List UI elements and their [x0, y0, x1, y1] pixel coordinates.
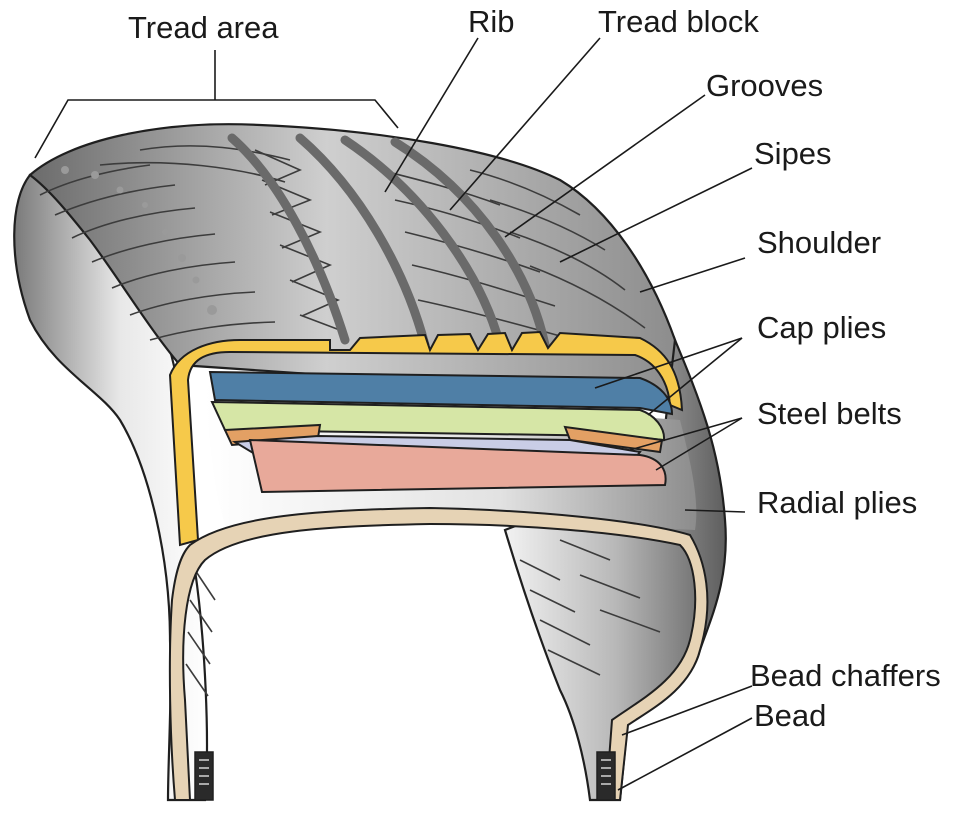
label-cap-plies: Cap plies — [757, 310, 886, 345]
label-tread-block: Tread block — [598, 4, 759, 39]
label-tread-area: Tread area — [128, 10, 279, 45]
label-steel-belts: Steel belts — [757, 396, 902, 431]
label-bead: Bead — [754, 698, 826, 733]
shoulder-leader — [640, 258, 745, 292]
label-radial-plies: Radial plies — [757, 485, 917, 520]
label-rib: Rib — [468, 4, 515, 39]
grooves-leader — [505, 95, 705, 237]
label-shoulder: Shoulder — [757, 225, 881, 260]
label-grooves: Grooves — [706, 68, 823, 103]
label-bead-chaffers: Bead chaffers — [750, 658, 941, 693]
label-sipes: Sipes — [754, 136, 832, 171]
